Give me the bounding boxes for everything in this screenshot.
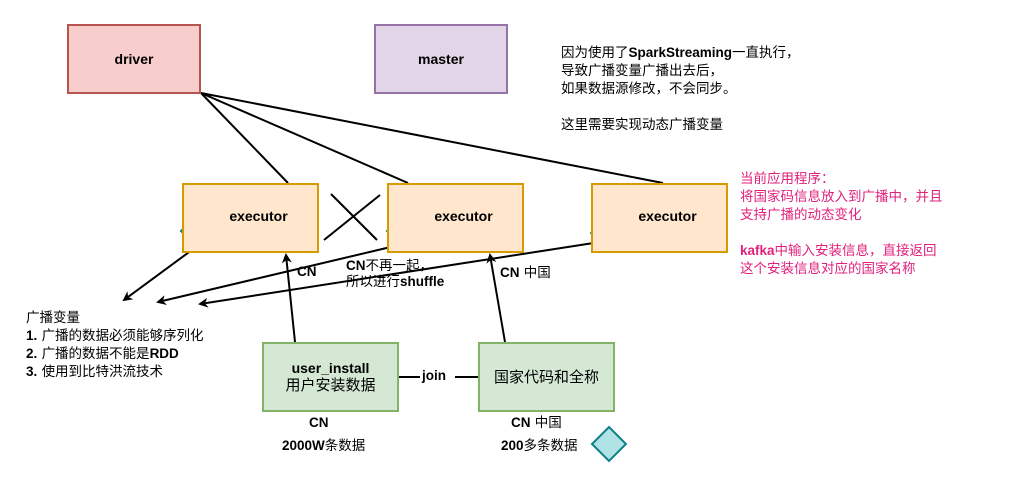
note-title: 广播变量	[26, 310, 80, 326]
note-text: 当前应用程序：	[740, 171, 835, 187]
edge-label-cn-china: CN 中国	[500, 265, 551, 281]
note-top: 因为使用了SparkStreaming一直执行， 导致广播变量广播出去后， 如果…	[561, 44, 800, 134]
note-text: 这个安装信息对应的国家名称	[740, 261, 916, 277]
arrow-executor1-to-broadcast-note	[122, 243, 201, 302]
caption-bold: 200	[501, 438, 524, 453]
edge-driver-executor2	[200, 92, 409, 184]
note-text-bold: kafka	[740, 243, 775, 258]
list-number: 3.	[26, 364, 38, 379]
caption-bold: CN	[511, 415, 531, 430]
note-text: 如果数据源修改，不会同步。	[561, 81, 737, 97]
executor-label: executor	[434, 208, 493, 224]
executor-node[interactable]: executor	[387, 183, 524, 253]
note-text: 将国家码信息放入到广播中，并且	[740, 189, 943, 205]
note-broadcast-variable: 广播变量 1. 广播的数据必须能够序列化 2. 广播的数据不能是RDD 3. 使…	[26, 309, 204, 381]
user-install-title: user_install	[291, 360, 370, 376]
executor-label: executor	[638, 208, 697, 224]
executor-label: executor	[229, 208, 288, 224]
caption-cc-cn: CN 中国	[511, 415, 562, 431]
caption-cc-count: 200多条数据	[501, 438, 578, 454]
list-item: 广播的数据必须能够序列化	[41, 328, 204, 344]
caption-text: 多条数据	[523, 438, 578, 454]
broadcast-diamond-icon	[590, 425, 628, 463]
note-text: 这里需要实现动态广播变量	[561, 117, 723, 133]
edge-label-cn: CN	[297, 264, 317, 279]
note-text-bold: SparkStreaming	[628, 45, 733, 60]
edge-driver-executor1	[200, 92, 289, 184]
caption-bold: 2000W	[282, 438, 325, 453]
caption-ui-count: 2000W条数据	[282, 438, 365, 454]
caption-text: 条数据	[324, 438, 366, 454]
note-text: 一直执行，	[732, 45, 800, 61]
caption-ui-cn: CN	[309, 415, 329, 430]
master-node[interactable]: master	[374, 24, 508, 94]
driver-label: driver	[114, 51, 154, 67]
label-text-bold: CN	[346, 258, 366, 273]
edge-driver-executor3	[200, 92, 664, 184]
list-number: 2.	[26, 346, 38, 361]
list-item: 广播的数据不能是	[41, 346, 150, 362]
executor-node[interactable]: executor	[591, 183, 728, 253]
list-number: 1.	[26, 328, 38, 343]
list-item-bold: RDD	[149, 346, 179, 361]
note-text: 支持广播的动态变化	[740, 207, 862, 223]
edge-label-shuffle: CN不再一起， 所以进行shuffle	[346, 258, 444, 290]
master-label: master	[418, 51, 464, 67]
country-table-node[interactable]: 国家代码和全称	[478, 342, 615, 412]
label-text-bold: shuffle	[400, 274, 445, 289]
list-item: 使用到比特洪流技术	[41, 364, 164, 380]
label-text: 所以进行	[346, 274, 400, 290]
label-text: 中国	[519, 265, 551, 281]
country-table-label: 国家代码和全称	[493, 367, 599, 386]
arrow-countrytable-to-executor2	[486, 253, 506, 343]
label-text-bold: CN	[500, 265, 520, 280]
driver-node[interactable]: driver	[67, 24, 201, 94]
user-install-subtitle: 用户安装数据	[285, 376, 376, 394]
arrow-executor3-to-broadcast-note	[198, 241, 601, 308]
arrow-executor2-to-broadcast-note	[156, 245, 396, 306]
note-text: 导致广播变量广播出去后，	[561, 63, 723, 79]
note-text: 中输入安装信息，直接返回	[774, 243, 937, 259]
user-install-node[interactable]: user_install 用户安装数据	[262, 342, 399, 412]
cross-mark-line	[323, 194, 381, 241]
label-text: 不再一起，	[365, 258, 434, 274]
note-text: 因为使用了	[561, 45, 629, 61]
caption-text: 中国	[530, 415, 562, 431]
arrow-userinstall-to-executor1	[281, 253, 296, 343]
executor-node[interactable]: executor	[182, 183, 319, 253]
note-right: 当前应用程序： 将国家码信息放入到广播中，并且 支持广播的动态变化 kafka中…	[740, 170, 943, 278]
edge-label-join: join	[422, 368, 446, 383]
